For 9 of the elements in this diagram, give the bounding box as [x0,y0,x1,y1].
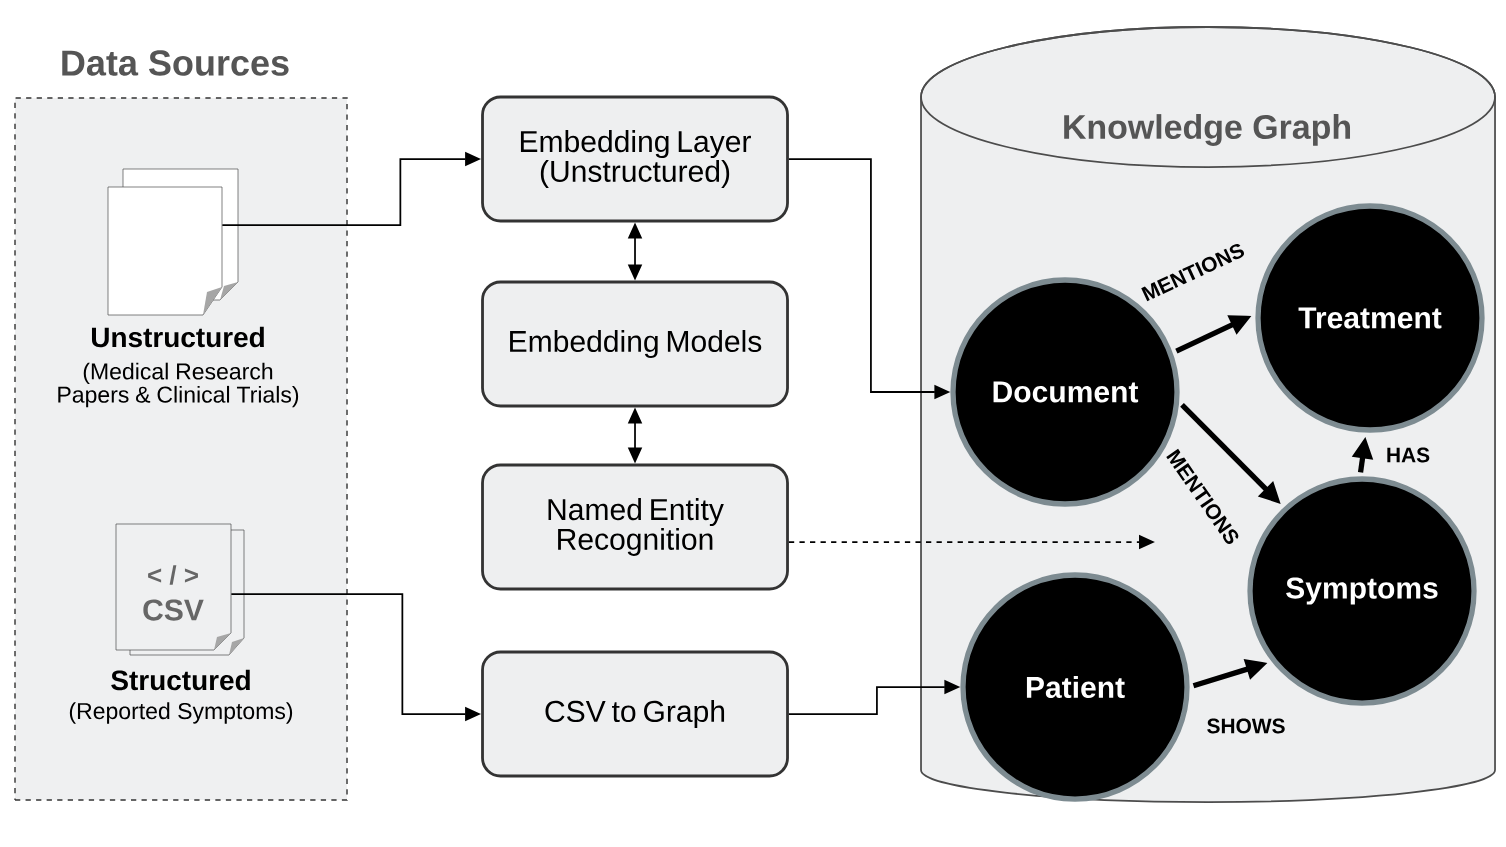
process-box: Embedding Models [481,280,789,408]
source-description: (Medical Research Papers & Clinical Trials) [58,362,299,408]
source-description: (Reported Symptoms) [69,702,293,724]
panel-heading: Data Sources [62,50,289,76]
process-box: CSV to Graph [481,650,789,778]
process-box: Named Entity Recognition [481,463,789,591]
process-box: Embedding Layer (Unstructured) [481,95,789,223]
source-title: Structured [111,669,250,691]
source-title: Unstructured [92,326,264,348]
